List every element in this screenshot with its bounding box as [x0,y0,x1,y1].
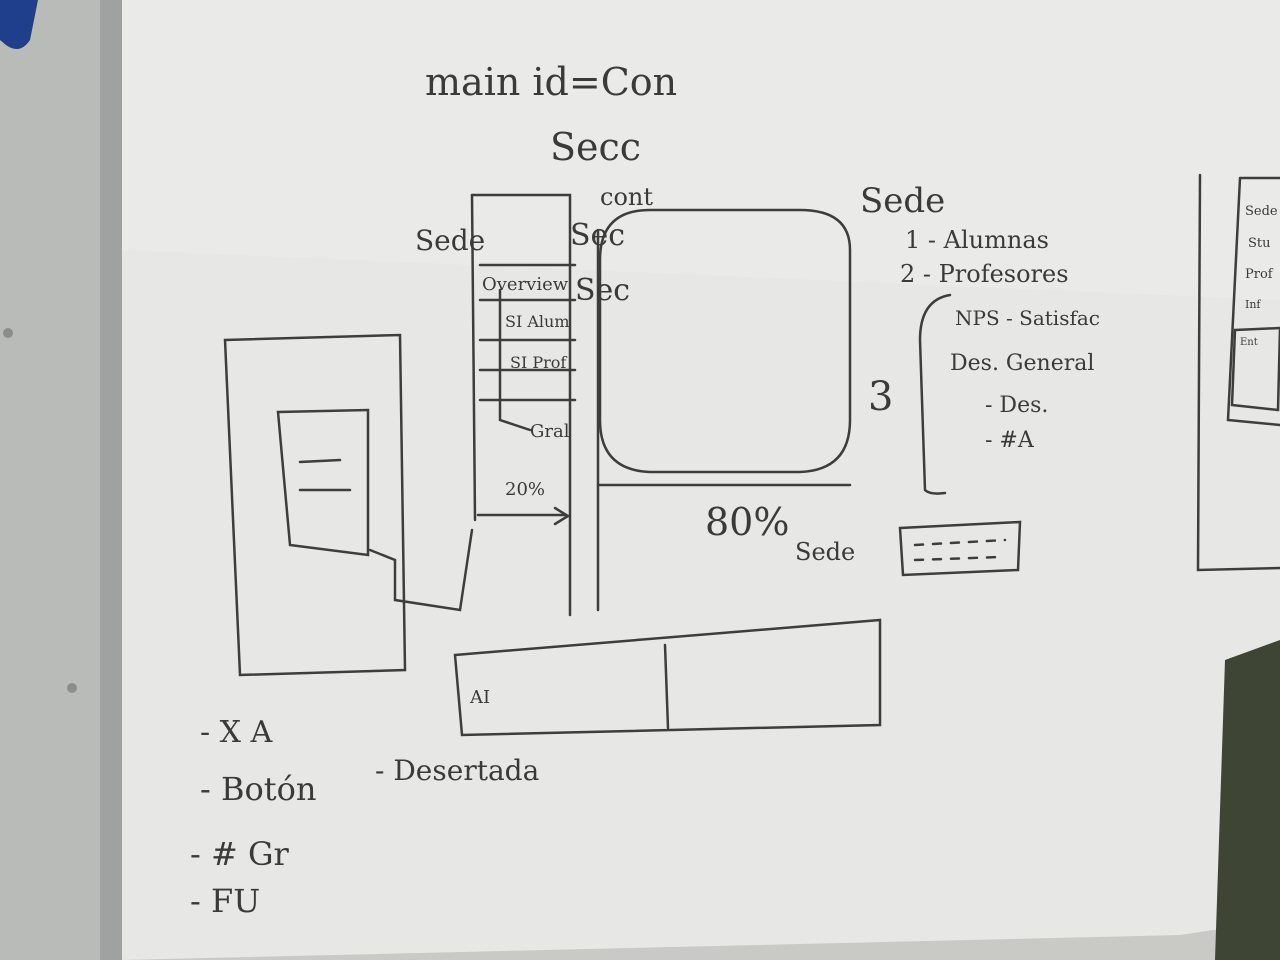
left-inner-box [276,408,370,557]
center-column-left [470,193,477,522]
tree-line [498,288,532,432]
right-list-title: Sede [860,181,945,221]
right-list-item-6: - #A [985,428,1035,453]
header-line: main id=Con [425,60,677,104]
sec-label-1: Sec [570,218,625,253]
small-box-lines [913,538,1007,562]
ink-strokes [223,173,1280,737]
far-right-item-4: Inf [1245,298,1261,311]
right-list-item-5: - Des. [985,393,1048,418]
bracket-number: 3 [868,374,893,420]
right-list-item-1: 1 - Alumnas [905,226,1049,254]
far-right-box-label: Ent [1240,337,1258,348]
frame-rail [100,0,124,960]
header-sub: Secc [550,125,641,169]
left-note-3: - Desertada [375,754,539,787]
far-right-outer [1196,173,1280,572]
arrow-head [553,506,571,526]
pct-small-label: 20% [505,479,545,500]
small-box [898,520,1022,577]
overview-label: Overview [482,274,569,295]
right-list-item-2: 2 - Profesores [900,260,1069,288]
left-note-4: - # Gr [190,835,290,873]
left-note-5: - FU [190,882,260,920]
left-page-sketch [223,333,407,677]
far-right-grid-box [1230,326,1280,412]
person-shirt [1215,640,1280,960]
board-glare [122,0,1280,300]
sec-label-2: Sec [575,273,630,308]
sede-label: Sede [415,224,485,257]
center-column [470,193,572,617]
marker-cap [0,0,38,49]
frame-screw [3,328,13,338]
left-note-1: - X A [200,715,273,750]
si-prof-label: SI Prof [510,353,567,372]
right-list-item-4: Des. General [950,351,1094,376]
rounded-chart-box [598,208,852,474]
far-right-item-3: Prof [1245,267,1274,282]
right-bracket [918,293,952,495]
cont-label: cont [600,183,653,211]
left-note-2: - Botón [200,770,317,808]
bottom-box-label: AI [469,687,490,708]
pct-big-label: 80% [705,500,789,544]
connector-line [368,528,474,612]
si-alum-label: SI Alum [505,312,570,331]
far-right-panel-outline [1226,176,1280,427]
far-right-item-2: Stu [1248,236,1271,251]
frame-screw-2 [67,683,77,693]
right-list-item-3: NPS - Satisfac [955,306,1100,330]
left-inner-lines [298,458,352,492]
sede-under-label: Sede [795,538,855,566]
far-right-item-1: Sede [1245,204,1278,219]
bottom-box-divider [663,643,670,730]
bottom-wide-box [453,618,882,737]
gral-label: Gral [530,421,570,442]
